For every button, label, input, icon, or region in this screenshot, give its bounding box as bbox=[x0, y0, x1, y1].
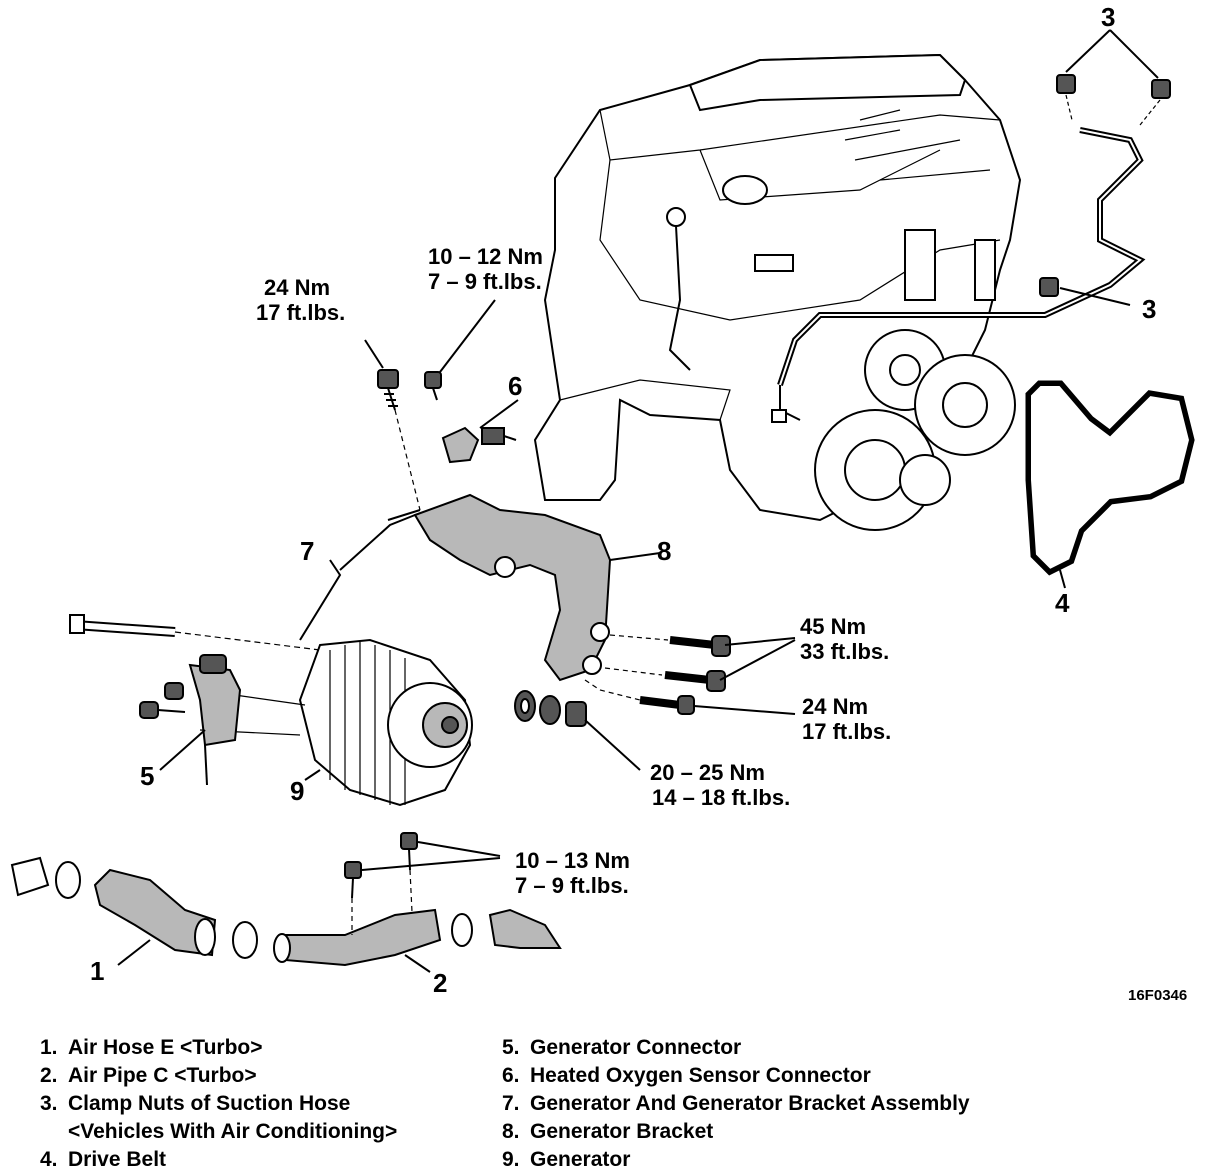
legend-item-8: 8.Generator Bracket bbox=[502, 1120, 714, 1143]
legend-item-9: 9.Generator bbox=[502, 1148, 631, 1171]
washers-and-nut bbox=[514, 690, 641, 771]
callout-2: 2 bbox=[433, 968, 447, 998]
torque-bracket-upper-ftlbs: 17 ft.lbs. bbox=[256, 300, 345, 325]
air-pipe-c bbox=[273, 832, 562, 973]
bolt-24nm-lower bbox=[584, 679, 796, 715]
legend-item-5: 5.Generator Connector bbox=[502, 1036, 742, 1059]
legend-item-4: 4.Drive Belt bbox=[40, 1148, 167, 1171]
assembly-bracket-7 bbox=[299, 514, 416, 641]
torque-bracket-lower-nm: 24 Nm bbox=[802, 694, 868, 719]
leader-7 bbox=[387, 509, 421, 521]
legend-item-7: 7.Generator And Generator Bracket Assemb… bbox=[502, 1092, 970, 1115]
figure-id: 16F0346 bbox=[1128, 987, 1187, 1004]
bolt-bracket-lower bbox=[69, 614, 321, 651]
generator-connector bbox=[139, 654, 242, 786]
drive-belt bbox=[1025, 380, 1195, 589]
legend-right: 5.Generator Connector 6.Heated Oxygen Se… bbox=[502, 1034, 970, 1174]
callout-6: 6 bbox=[508, 371, 522, 401]
legend-item-3-cont: <Vehicles With Air Conditioning> bbox=[68, 1120, 398, 1143]
legend-left: 1.Air Hose E <Turbo> 2.Air Pipe C <Turbo… bbox=[40, 1034, 397, 1174]
torque-sensor-ftlbs: 7 – 9 ft.lbs. bbox=[428, 269, 542, 294]
suction-hose-pipe bbox=[771, 127, 1146, 423]
torque-generator-nut-nm: 20 – 25 Nm bbox=[650, 760, 765, 785]
torque-bracket-45-ftlbs: 33 ft.lbs. bbox=[800, 639, 889, 664]
generator bbox=[199, 638, 473, 807]
torque-bracket-45-nm: 45 Nm bbox=[800, 614, 866, 639]
callout-4: 4 bbox=[1055, 588, 1070, 618]
bolt-sensor-connector bbox=[424, 299, 496, 401]
callout-8: 8 bbox=[657, 536, 671, 566]
oxygen-sensor-connector bbox=[441, 399, 519, 464]
torque-bracket-lower-ftlbs: 17 ft.lbs. bbox=[802, 719, 891, 744]
callout-7: 7 bbox=[300, 536, 314, 566]
torque-air-pipe-ftlbs: 7 – 9 ft.lbs. bbox=[515, 873, 629, 898]
bolts-45nm bbox=[604, 634, 796, 692]
clamp-nut-b bbox=[1139, 79, 1171, 126]
callout-5: 5 bbox=[140, 761, 154, 791]
torque-generator-nut-ftlbs: 14 – 18 ft.lbs. bbox=[652, 785, 790, 810]
callout-9: 9 bbox=[290, 776, 304, 806]
callout-3b: 3 bbox=[1142, 294, 1156, 324]
torque-air-pipe-nm: 10 – 13 Nm bbox=[515, 848, 630, 873]
torque-bracket-upper-nm: 24 Nm bbox=[264, 275, 330, 300]
clamp-nut-a bbox=[1056, 74, 1076, 121]
clamp-nut-c bbox=[1039, 277, 1059, 297]
engine-block bbox=[533, 53, 1022, 531]
callout-3a: 3 bbox=[1101, 2, 1115, 32]
generator-bracket bbox=[413, 493, 661, 682]
air-hose-e bbox=[10, 856, 258, 966]
legend-item-2: 2.Air Pipe C <Turbo> bbox=[40, 1064, 257, 1087]
legend-item-1: 1.Air Hose E <Turbo> bbox=[40, 1036, 263, 1059]
callout-1: 1 bbox=[90, 956, 104, 986]
leader-3a bbox=[1065, 29, 1159, 79]
torque-sensor-nm: 10 – 12 Nm bbox=[428, 244, 543, 269]
legend-item-3: 3.Clamp Nuts of Suction Hose bbox=[40, 1092, 351, 1115]
bolt-bracket-upper bbox=[364, 339, 421, 511]
leader-3b bbox=[1059, 287, 1131, 306]
legend-item-6: 6.Heated Oxygen Sensor Connector bbox=[502, 1064, 871, 1087]
